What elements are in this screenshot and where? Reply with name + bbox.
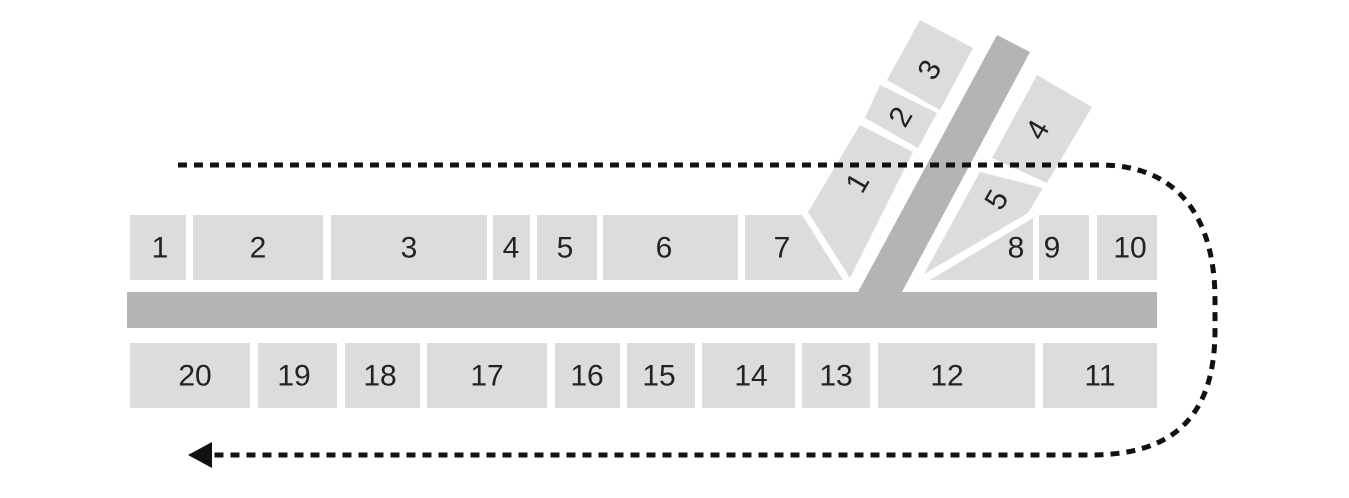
space-bottom-17 [427, 343, 547, 408]
space-bottom-15 [627, 343, 695, 408]
space-bottom-12 [878, 343, 1035, 408]
space-bottom-19 [258, 343, 337, 408]
route-arrowhead-icon [188, 442, 212, 468]
label-bottom-17: 17 [470, 360, 503, 393]
space-top-1 [130, 215, 186, 280]
label-top-3: 3 [401, 232, 418, 265]
label-top-5: 5 [557, 232, 574, 265]
label-top-9: 9 [1044, 232, 1061, 265]
label-bottom-18: 18 [363, 360, 396, 393]
label-bottom-11: 11 [1084, 360, 1115, 393]
space-top-10 [1097, 215, 1157, 280]
label-bottom-16: 16 [570, 360, 603, 393]
space-top-2 [193, 215, 323, 280]
space-angled-5 [924, 172, 1043, 274]
label-top-2: 2 [250, 232, 267, 265]
space-bottom-14 [702, 343, 795, 408]
space-bottom-13 [802, 343, 870, 408]
label-top-8: 8 [1008, 232, 1025, 265]
top-row-spaces: 1 2 3 4 5 6 7 8 9 10 [130, 215, 1157, 280]
space-top-6 [603, 215, 738, 280]
space-top-7 [745, 215, 843, 280]
space-bottom-20 [130, 343, 250, 408]
label-top-4: 4 [503, 232, 520, 265]
space-top-8 [930, 218, 1033, 280]
label-bottom-12: 12 [930, 360, 963, 393]
label-bottom-14: 14 [734, 360, 767, 393]
space-angled-2 [865, 85, 937, 148]
space-top-4 [493, 215, 530, 280]
space-bottom-11 [1043, 343, 1157, 408]
label-bottom-15: 15 [642, 360, 675, 393]
space-bottom-18 [345, 343, 420, 408]
space-top-3 [331, 215, 487, 280]
bottom-row-spaces: 20 19 18 17 16 15 14 13 12 11 [130, 343, 1157, 408]
main-road [127, 292, 1157, 328]
label-bottom-13: 13 [819, 360, 852, 393]
label-top-1: 1 [152, 232, 169, 265]
dashed-route [178, 162, 1218, 458]
angled-right-spaces: 4 5 [924, 75, 1092, 274]
space-top-9 [1039, 215, 1089, 280]
space-angled-4 [992, 75, 1092, 183]
label-bottom-19: 19 [277, 360, 310, 393]
space-angled-3 [887, 20, 973, 110]
label-top-10: 10 [1113, 232, 1146, 265]
branch-road [858, 35, 1030, 292]
space-top-5 [537, 215, 597, 280]
label-bottom-20: 20 [178, 360, 211, 393]
label-top-6: 6 [656, 232, 673, 265]
label-top-7: 7 [774, 232, 791, 265]
space-bottom-16 [555, 343, 620, 408]
